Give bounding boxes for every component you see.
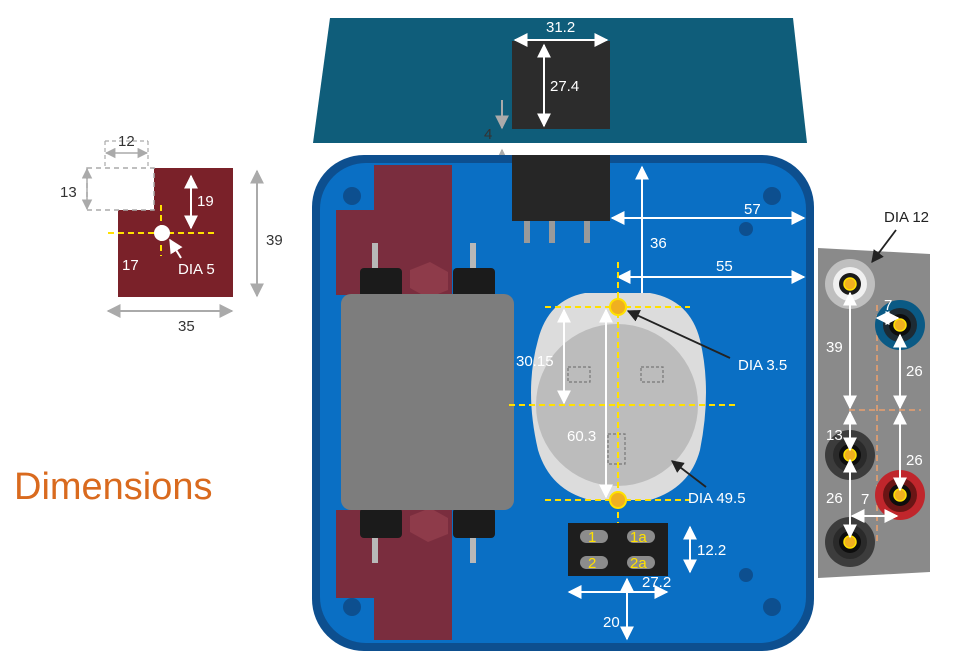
bracket-nut-bottom — [410, 508, 448, 542]
notch-outline — [86, 167, 155, 211]
dim-36: 36 — [650, 235, 667, 252]
filter-lead-cap — [453, 508, 495, 538]
dim-26-left: 26 — [826, 490, 843, 507]
bracket-detail: 12 13 19 17 DIA 5 39 35 — [60, 133, 283, 335]
dim-60-3: 60.3 — [567, 428, 596, 445]
connector-pin — [549, 221, 555, 243]
board: 57 36 55 30.15 60.3 DIA 3.5 DIA 49.5 1 — [312, 155, 814, 651]
bracket-nut-top — [410, 262, 448, 298]
page-title: Dimensions — [14, 466, 213, 508]
dim-hole-dia-3-5: DIA 3.5 — [738, 357, 787, 374]
dim-hole-from-left: 17 — [122, 257, 139, 274]
board-connector-body — [512, 155, 610, 221]
mount-hole — [343, 598, 361, 616]
dim-39: 39 — [826, 339, 843, 356]
lid: 31.2 27.4 4 — [313, 18, 807, 188]
jack-white — [825, 259, 875, 309]
dim-socket-dia: DIA 49.5 — [688, 490, 746, 507]
dim-connector-gap: 4 — [484, 126, 492, 143]
dim-57: 57 — [744, 201, 761, 218]
socket-hole-top — [609, 298, 627, 316]
bracket-plate — [118, 168, 233, 297]
mount-hole — [739, 222, 753, 236]
dim-hole-from-top: 19 — [197, 193, 214, 210]
side-panel: DIA 12 7 39 26 13 26 26 7 — [818, 209, 930, 578]
connector-top-body — [512, 41, 610, 129]
dim-26-right-top: 26 — [906, 363, 923, 380]
dim-bracket-width: 35 — [178, 318, 195, 335]
dim-7-top: 7 — [884, 297, 892, 314]
jack-black-upper — [825, 430, 875, 480]
filter-lead-cap — [453, 268, 495, 298]
header-pin-label: 2a — [630, 555, 647, 572]
dim-bracket-height: 39 — [266, 232, 283, 249]
filter-lead-cap — [360, 268, 402, 298]
header-pin-label: 1a — [630, 529, 647, 546]
filter-body — [341, 294, 514, 510]
mount-hole — [763, 598, 781, 616]
dim-notch-width: 12 — [118, 133, 135, 150]
board-bracket-top — [336, 165, 452, 295]
dim-hole-dia: DIA 5 — [178, 261, 215, 278]
dim-55: 55 — [716, 258, 733, 275]
filter-lead-cap — [360, 508, 402, 538]
pin-header — [568, 523, 668, 576]
connector-pin — [584, 221, 590, 243]
dim-13: 13 — [826, 427, 843, 444]
header-pin-label: 1 — [588, 529, 596, 546]
dim-jack-dia: DIA 12 — [884, 209, 929, 226]
dim-header-from-bottom: 20 — [603, 614, 620, 631]
dim-connector-width: 31.2 — [546, 19, 575, 36]
dim-header-height: 12.2 — [697, 542, 726, 559]
socket-hole-bottom — [609, 491, 627, 509]
board-bracket-bottom — [336, 510, 452, 640]
dim-30-15: 30.15 — [516, 353, 554, 370]
dim-7-bottom: 7 — [861, 491, 869, 508]
dim-notch-height: 13 — [60, 184, 77, 201]
dim-26-right-bottom: 26 — [906, 452, 923, 469]
header-pin-label: 2 — [588, 555, 596, 572]
jack-black-lower — [825, 517, 875, 567]
mount-hole — [343, 187, 361, 205]
bracket-hole — [154, 225, 170, 241]
mount-hole — [763, 187, 781, 205]
dim-connector-height: 27.4 — [550, 78, 579, 95]
connector-pin — [524, 221, 530, 243]
dim-header-width: 27.2 — [642, 574, 671, 591]
mount-hole — [739, 568, 753, 582]
